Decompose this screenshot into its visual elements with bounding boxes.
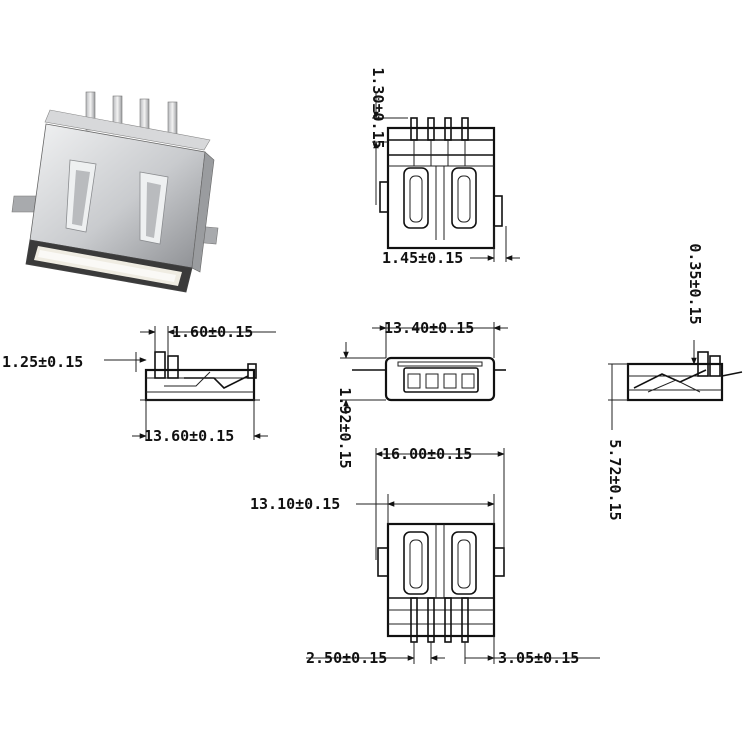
right-view-body <box>626 362 724 402</box>
dim-front-height: 1.92±0.15 <box>336 387 354 468</box>
left-view-pin <box>154 351 166 379</box>
left-view-pin <box>167 355 179 379</box>
top-spring-right <box>451 167 477 229</box>
right-view-pin <box>697 351 709 377</box>
dim-right-height: 5.72±0.15 <box>606 439 624 520</box>
top-view: 1.30±0.15 1.45±0.15 <box>369 67 520 267</box>
front-contact <box>461 373 475 389</box>
left-view-body <box>144 368 256 402</box>
right-view-pin <box>709 355 721 377</box>
dim-left-offset: 1.25±0.15 <box>2 353 83 371</box>
dim-left-bottom-width: 13.60±0.15 <box>144 427 234 445</box>
front-view-body <box>384 356 496 402</box>
top-spring-left <box>403 167 429 229</box>
dim-pin-pitch: 2.50±0.15 <box>306 649 387 667</box>
dim-front-width: 13.40±0.15 <box>384 319 474 337</box>
front-contact <box>425 373 439 389</box>
dim-bottom-outer-width: 16.00±0.15 <box>382 445 472 463</box>
connector-render <box>11 91 219 293</box>
bottom-spring-left <box>403 531 429 595</box>
bottom-pin <box>444 597 452 643</box>
bottom-view-body <box>386 522 496 638</box>
front-contact <box>407 373 421 389</box>
left-side-view: 1.60±0.15 1.25±0.15 13.60±0.15 <box>2 323 276 445</box>
dim-right-top: 0.35±0.15 <box>686 243 704 324</box>
right-side-view: 0.35±0.15 5.72±0.15 <box>606 243 743 521</box>
dim-bottom-inner-width: 13.10±0.15 <box>250 495 340 513</box>
bottom-view: 16.00±0.15 13.10±0.15 2.50±0.15 3.05±0.1… <box>250 445 600 667</box>
front-contact <box>443 373 457 389</box>
dim-top-horizontal: 1.45±0.15 <box>382 249 463 267</box>
dim-top-vertical: 1.30±0.15 <box>369 67 387 148</box>
front-view: 13.40±0.15 1.92±0.15 <box>336 319 508 469</box>
bottom-spring-right <box>451 531 477 595</box>
dim-pin-edge: 3.05±0.15 <box>498 649 579 667</box>
render-pins <box>85 91 178 141</box>
dim-left-top-width: 1.60±0.15 <box>172 323 253 341</box>
